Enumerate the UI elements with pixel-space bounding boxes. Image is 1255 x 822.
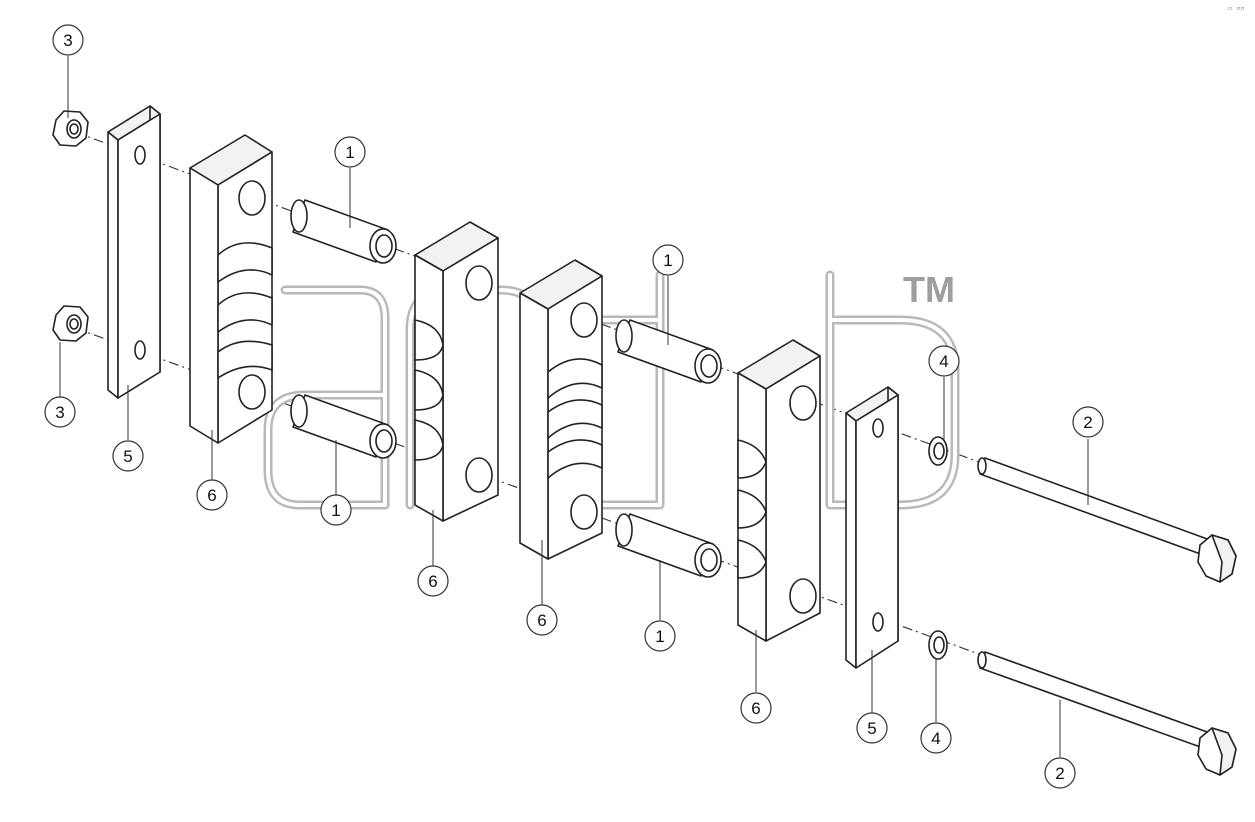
clamp-block-c (519, 259, 603, 560)
svg-text:4: 4 (939, 352, 948, 371)
bolt-bottom (977, 651, 1237, 776)
callout-washer-bottom: 4 (920, 722, 952, 754)
callout-nut-bottom: 3 (44, 396, 76, 428)
spacer-tube-b-top (615, 319, 722, 384)
callout-plate-right: 5 (856, 712, 888, 744)
svg-text:3: 3 (55, 403, 64, 422)
callout-bolt-top: 2 (1072, 406, 1104, 438)
svg-text:2: 2 (1055, 764, 1064, 783)
leader-lines (59, 56, 1089, 757)
callout-bolt-bottom: 2 (1044, 757, 1076, 789)
svg-text:6: 6 (428, 572, 437, 591)
callout-block-d: 6 (740, 692, 772, 724)
callout-tube-a-top: 1 (334, 136, 366, 168)
svg-text:6: 6 (207, 486, 216, 505)
callout-washer-top: 4 (928, 345, 960, 377)
svg-text:3: 3 (63, 31, 72, 50)
callouts: 3 3 5 6 1 1 6 6 (44, 24, 1104, 789)
svg-text:2: 2 (1083, 413, 1092, 432)
bolt-top (977, 457, 1237, 583)
washer-top (928, 436, 948, 466)
spacer-tube-b-bottom (615, 513, 722, 578)
plate-left (107, 105, 161, 399)
callout-tube-b-bottom: 1 (644, 620, 676, 652)
clamp-block-a (189, 134, 273, 444)
svg-text:6: 6 (537, 611, 546, 630)
clamp-block-d (737, 339, 821, 642)
svg-text:1: 1 (655, 627, 664, 646)
callout-nut-top: 3 (52, 24, 84, 56)
washer-bottom (928, 630, 948, 660)
plate-right (845, 386, 899, 669)
svg-text:1: 1 (331, 501, 340, 520)
svg-text:5: 5 (123, 447, 132, 466)
svg-text:5: 5 (867, 719, 876, 738)
hex-nut-top (52, 110, 89, 147)
callout-tube-a-bottom: 1 (320, 494, 352, 526)
spacer-tube-a-top (290, 199, 397, 264)
svg-text:1: 1 (663, 251, 672, 270)
spacer-tube-a-bottom (290, 394, 397, 459)
corner-mark: ▫ ▫▫ (1228, 4, 1245, 12)
svg-text:1: 1 (345, 143, 354, 162)
watermark-trademark: TM (903, 269, 955, 310)
clamp-block-b (414, 221, 499, 522)
callout-block-c: 6 (526, 604, 558, 636)
svg-text:4: 4 (931, 729, 940, 748)
callout-tube-b-top: 1 (652, 244, 684, 276)
svg-text:6: 6 (751, 699, 760, 718)
hex-nut-bottom (52, 305, 89, 342)
callout-block-b: 6 (417, 565, 449, 597)
callout-plate-left: 5 (112, 440, 144, 472)
callout-block-a: 6 (196, 479, 228, 511)
